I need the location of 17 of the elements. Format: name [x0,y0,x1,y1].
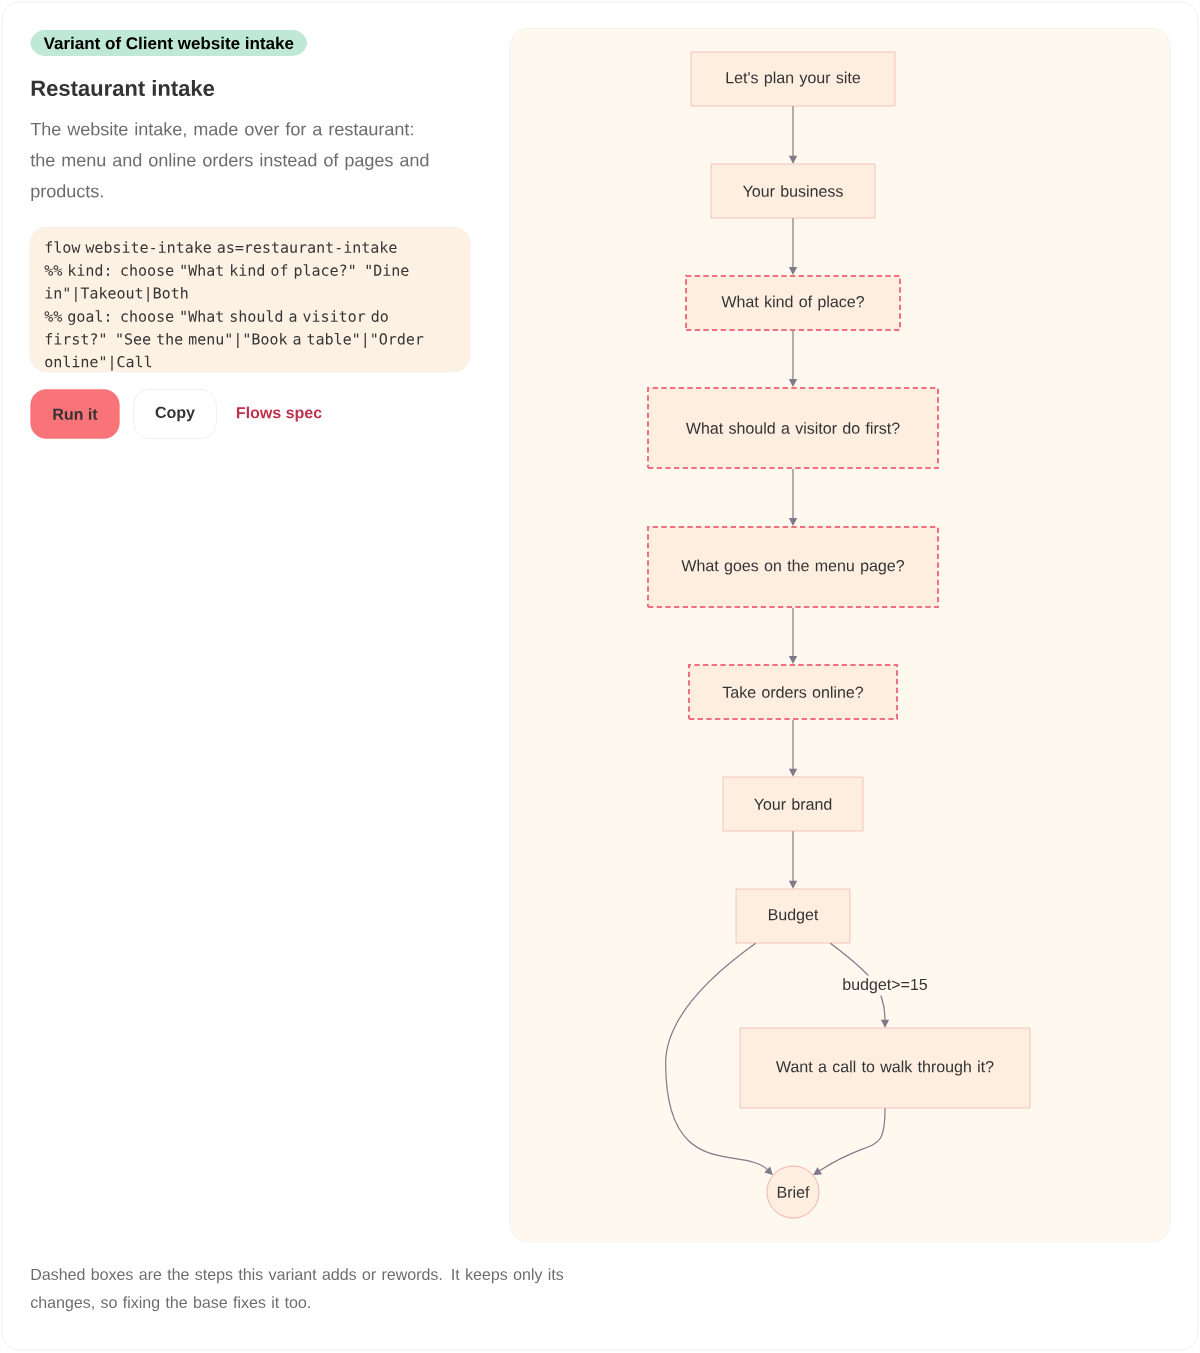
question-box: What goes on the menu page? [647,526,939,608]
heading: Restaurant intake [31,79,215,97]
question-box: What should a visitor do first? [647,387,939,469]
question-box: What kind of place? [685,275,901,331]
description-text: The website intake, made over for a restaurant: the menu and online orders instead of pages and products. [30,122,429,202]
step-box: Your brand [722,776,864,832]
run-button: Run it [30,389,120,439]
spec-link: Flows spec [236,406,322,422]
variant-badge: Variant of Client website intake [30,30,308,56]
code-block: flow website-intake as=restaurant-intake %% kind: choose "What kind of place?" "Dine in"|Takeout|Both %% goal: choose "What should a visitor do first?" "See the menu"|"Book a table"|"Order online"|Call [29,226,471,373]
step-box: Your business [710,163,876,219]
copy-button: Copy [133,389,217,439]
question-box: Take orders online? [688,664,898,720]
step-box: Want a call to walk through it? [739,1027,1031,1109]
note-text: Dashed boxes are the steps this variant adds or rewords. It keeps only its changes, so fixing the base fixes it too. [30,1268,564,1312]
step-box: Let's plan your site [690,51,896,107]
step-box: Budget [735,888,851,944]
